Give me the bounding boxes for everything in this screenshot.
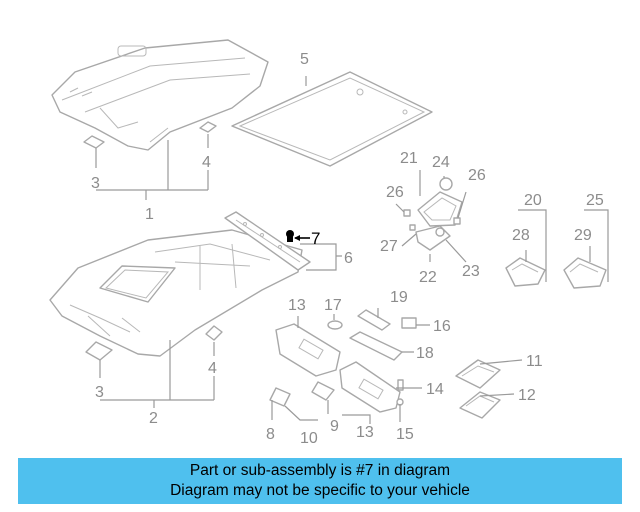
label-13-upper: 13 [288, 297, 306, 314]
label-16: 16 [433, 318, 451, 335]
label-15: 15 [396, 426, 414, 443]
clip-part-7 [286, 230, 310, 242]
label-28: 28 [512, 227, 530, 244]
label-19: 19 [390, 289, 408, 306]
label-29: 29 [574, 227, 592, 244]
label-3-lower: 3 [95, 384, 104, 401]
label-14: 14 [426, 381, 444, 398]
map-lamps [505, 257, 607, 289]
label-22: 22 [419, 269, 437, 286]
label-25: 25 [586, 192, 604, 209]
label-27: 27 [380, 238, 398, 255]
label-21: 21 [400, 150, 418, 167]
grab-handles [269, 359, 501, 419]
label-13-lower: 13 [356, 424, 374, 441]
part-labels: 1 2 3 3 4 4 5 6 7 8 9 10 11 12 13 13 14 … [91, 51, 604, 447]
roof-rail-strip [224, 211, 311, 271]
label-6: 6 [344, 250, 353, 267]
label-3-upper: 3 [91, 175, 100, 192]
label-10: 10 [300, 430, 318, 447]
label-20: 20 [524, 192, 542, 209]
small-pads [83, 121, 223, 361]
headliner-lower [49, 229, 303, 357]
label-4-lower: 4 [208, 360, 217, 377]
label-17: 17 [324, 297, 342, 314]
label-23: 23 [462, 263, 480, 280]
label-26-right: 26 [468, 167, 486, 184]
leader-lines [95, 76, 609, 424]
label-9: 9 [330, 418, 339, 435]
sun-visors [275, 309, 417, 413]
sunroof-panel [231, 71, 433, 167]
label-2: 2 [149, 410, 158, 427]
label-24: 24 [432, 154, 450, 171]
overhead-console [403, 177, 463, 251]
label-12: 12 [518, 387, 536, 404]
headliner-upper [51, 39, 269, 151]
label-18: 18 [416, 345, 434, 362]
label-26-left: 26 [386, 184, 404, 201]
banner-line-2: Diagram may not be specific to your vehi… [170, 482, 470, 499]
label-4-upper: 4 [202, 154, 211, 171]
label-7: 7 [311, 229, 320, 248]
banner-line-1: Part or sub-assembly is #7 in diagram [189, 462, 451, 479]
info-banner: Part or sub-assembly is #7 in diagram Di… [18, 458, 622, 504]
label-5: 5 [300, 51, 309, 68]
label-8: 8 [266, 426, 275, 443]
label-11: 11 [526, 353, 543, 370]
label-1: 1 [145, 206, 154, 223]
parts-diagram: 1 2 3 3 4 4 5 6 7 8 9 10 11 12 13 13 14 … [49, 39, 609, 447]
